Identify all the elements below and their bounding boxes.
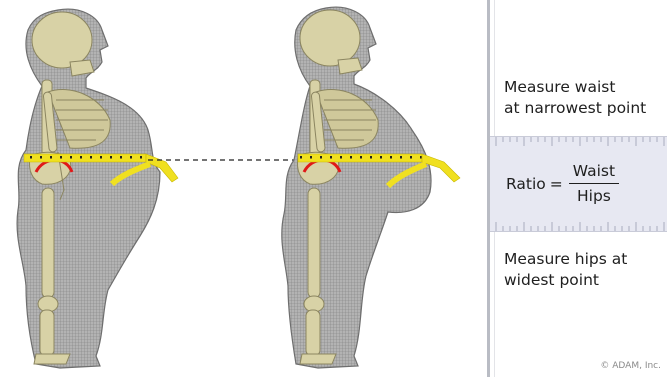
ruler-ticks-top	[490, 137, 667, 149]
measure-hips-line2: widest point	[504, 271, 599, 289]
ratio-formula: Ratio = Waist Hips	[506, 161, 619, 206]
ruler-ticks-bottom	[490, 219, 667, 231]
fraction-numerator: Waist	[569, 161, 619, 184]
measure-waist-line1: Measure waist	[504, 78, 615, 96]
ratio-label: Ratio	[506, 175, 546, 193]
figures-illustration	[0, 0, 490, 377]
copyright-notice: © ADAM, Inc.	[600, 361, 661, 371]
measure-hips-line1: Measure hips at	[504, 250, 627, 268]
right-figure	[282, 7, 460, 368]
right-waist-tape	[298, 154, 422, 162]
measure-hips-text: Measure hips at widest point	[504, 249, 627, 291]
left-figure	[17, 9, 178, 368]
ruler-band: Ratio = Waist Hips	[490, 136, 667, 232]
measure-waist-line2: at narrowest point	[504, 99, 646, 117]
measure-waist-text: Measure waist at narrowest point	[504, 77, 646, 119]
ratio-fraction: Waist Hips	[569, 161, 619, 206]
explanation-panel: Measure waist at narrowest point Ratio =…	[487, 0, 667, 377]
fraction-denominator: Hips	[577, 184, 611, 206]
equals-sign: =	[550, 175, 563, 193]
left-waist-tape	[24, 154, 146, 162]
